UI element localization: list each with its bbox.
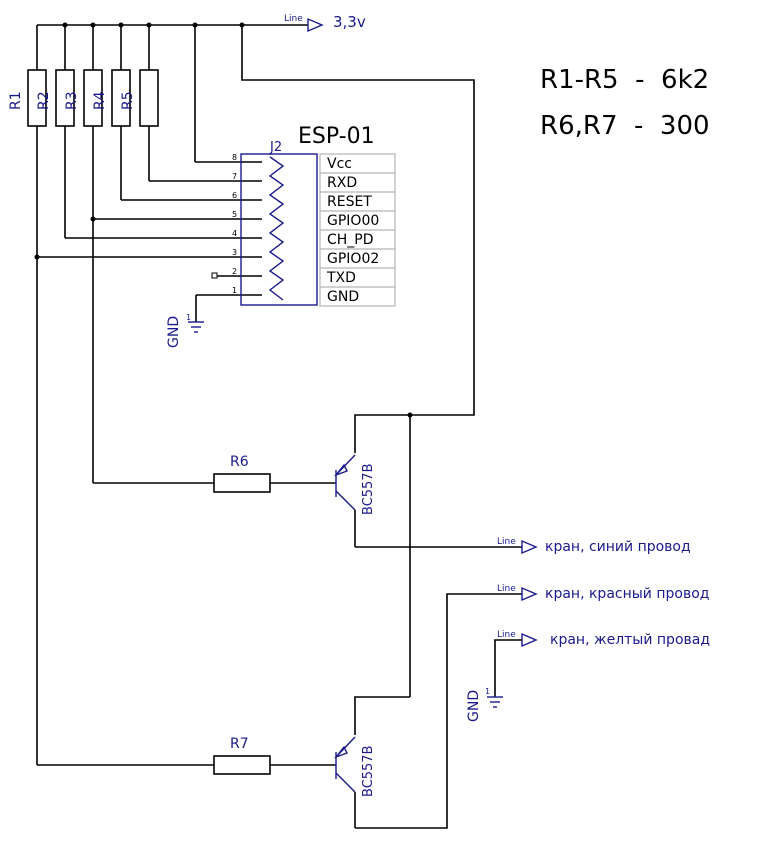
pin-number: 8	[232, 153, 237, 162]
resistor-r1: R1	[8, 25, 47, 765]
gnd-pin-number: 1	[485, 687, 490, 696]
output-line-tag: Line	[497, 537, 516, 547]
power-line-tag: Line	[284, 14, 303, 24]
output-yellow-wire: Line кран, желтый провад	[494, 630, 710, 697]
esp-title: ESP-01	[298, 124, 375, 149]
pin-number: 2	[232, 267, 237, 276]
resistor-label: R1	[8, 91, 24, 110]
pin-number: 1	[232, 286, 237, 295]
resistor-label: R6	[230, 454, 249, 470]
resistor-r3: R3	[64, 25, 103, 483]
transistor-label: BC557B	[361, 464, 376, 516]
resistor-r7: R7	[37, 736, 336, 775]
unconnected-marker	[211, 272, 218, 279]
gnd-symbol-esp: 1 GND	[166, 313, 204, 348]
note-r1-r5: R1-R5 - 6k2	[540, 65, 709, 95]
pin-number: 6	[232, 191, 237, 200]
transistor-label: BC557B	[361, 746, 376, 798]
resistor-label: R5	[120, 91, 136, 110]
resistor-r6: R6	[93, 454, 336, 493]
output-blue-wire: Line кран, синий провод	[355, 537, 691, 555]
output-line-tag: Line	[497, 630, 516, 640]
resistor-label: R3	[64, 91, 80, 110]
transistor-q1: BC557B	[333, 454, 376, 547]
pin-number: 7	[232, 172, 237, 181]
note-r6-r7: R6,R7 - 300	[540, 111, 710, 141]
pin-name: GPIO00	[327, 213, 379, 229]
resistor-r5: R5	[120, 25, 159, 181]
resistor-label: R7	[230, 736, 249, 752]
resistor-label: R4	[92, 91, 108, 110]
pin-name: Vcc	[327, 156, 352, 172]
pin-name: RXD	[327, 175, 357, 191]
junction-dot	[34, 254, 40, 260]
gnd-pin-number: 1	[186, 313, 191, 322]
power-label: 3,3v	[333, 13, 366, 31]
pin-number: 5	[232, 210, 237, 219]
pin-name: GPIO02	[327, 251, 379, 267]
power-rail: Line 3,3v	[37, 13, 366, 33]
pin-name: TXD	[326, 270, 356, 286]
output-label: кран, синий провод	[545, 539, 691, 555]
gnd-label: GND	[166, 316, 182, 348]
gnd-label: GND	[466, 690, 482, 722]
output-label: кран, желтый провад	[550, 632, 710, 648]
pin-name: GND	[327, 289, 359, 305]
output-line-tag: Line	[497, 584, 516, 594]
junction-dot	[90, 216, 96, 222]
transistor-q2: BC557B	[333, 736, 376, 828]
pin-name: CH_PD	[327, 232, 374, 248]
gnd-symbol-output: 1 GND	[466, 687, 503, 722]
output-label: кран, красный провод	[545, 586, 709, 602]
resistor-label: R2	[36, 91, 52, 110]
pin-name: RESET	[327, 194, 372, 210]
resistor-r2: R2	[36, 25, 75, 238]
output-red-wire: Line кран, красный провод	[497, 584, 709, 602]
esp-ref: J2	[269, 140, 282, 155]
resistor-r4: R4	[92, 25, 131, 200]
pin-number: 3	[232, 248, 237, 257]
pin-number: 4	[232, 229, 237, 238]
